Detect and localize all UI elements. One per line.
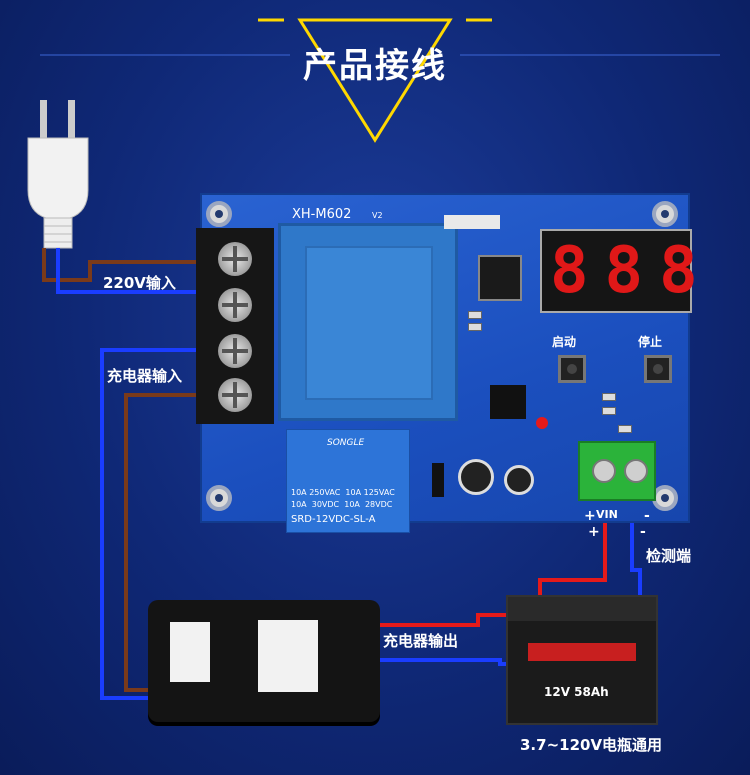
relay: SONGLE 10A 250VAC 10A 125VAC 10A 30VDC 1… xyxy=(286,429,410,533)
transformer xyxy=(278,223,458,421)
led-display: 888 xyxy=(540,229,692,313)
smd-resistor xyxy=(602,407,616,415)
relay-brand: SONGLE xyxy=(327,438,364,448)
charger-output-label: 充电器输出 xyxy=(383,630,458,651)
led-indicator xyxy=(536,417,548,429)
header-pins xyxy=(444,215,500,229)
relay-rating-2: 10A 30VDC 10A 28VDC xyxy=(291,500,392,509)
board-version: V2 xyxy=(372,211,383,220)
stop-label: 停止 xyxy=(638,333,662,350)
smd-resistor xyxy=(468,311,482,319)
vin-label: VIN xyxy=(596,508,618,521)
stop-button[interactable] xyxy=(644,355,672,383)
terminal-screw xyxy=(218,378,252,412)
detect-label: 检测端 xyxy=(646,545,691,566)
input-terminal-block xyxy=(196,228,274,424)
ic-chip xyxy=(478,255,522,301)
start-label: 启动 xyxy=(552,333,576,350)
terminal-screw xyxy=(218,334,252,368)
smd-resistor xyxy=(602,393,616,401)
capacitor xyxy=(504,465,534,495)
board-model: XH-M602 xyxy=(292,207,351,222)
minus-mark-top: - xyxy=(644,508,650,524)
start-button[interactable] xyxy=(558,355,586,383)
charger-unit xyxy=(148,600,380,722)
led-digits: 888 xyxy=(550,239,714,303)
battery-spec: 12V 58Ah xyxy=(544,685,609,699)
relay-rating-1: 10A 250VAC 10A 125VAC xyxy=(291,488,395,497)
diode xyxy=(432,463,444,497)
mount-hole xyxy=(206,201,232,227)
battery-range-label: 3.7~120V电瓶通用 xyxy=(520,734,662,755)
terminal-screw xyxy=(218,288,252,322)
battery: 12V 58Ah xyxy=(506,595,658,725)
plus-mark: + xyxy=(588,524,600,540)
charger-input-label: 充电器输入 xyxy=(107,365,182,386)
mount-hole xyxy=(652,201,678,227)
output-terminal xyxy=(578,441,656,501)
smd-resistor xyxy=(618,425,632,433)
ac-input-label: 220V输入 xyxy=(103,272,176,293)
capacitor xyxy=(458,459,494,495)
minus-mark: - xyxy=(640,524,646,540)
relay-model: SRD-12VDC-SL-A xyxy=(291,514,375,525)
mosfet xyxy=(490,385,526,419)
mount-hole xyxy=(206,485,232,511)
plus-mark-top: + xyxy=(584,508,596,524)
smd-resistor xyxy=(468,323,482,331)
terminal-screw xyxy=(218,242,252,276)
